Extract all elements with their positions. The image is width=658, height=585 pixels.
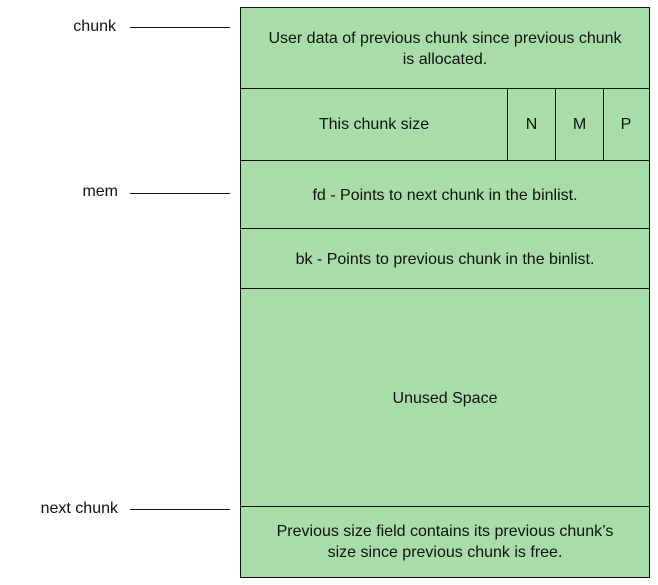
next-chunk-arrow-line <box>130 509 230 510</box>
prev-user-data-block: User data of previous chunk since previo… <box>240 7 650 90</box>
prev-user-data-text: User data of previous chunk since previo… <box>268 29 622 68</box>
flag-p-cell: P <box>602 88 650 162</box>
flag-n-text: N <box>525 116 538 133</box>
this-chunk-size-cell: This chunk size <box>240 88 508 162</box>
this-chunk-size-text: This chunk size <box>318 116 430 133</box>
mem-arrow-line <box>130 193 230 194</box>
flag-m-text: M <box>572 116 587 133</box>
chunk-size-row: This chunk size N M P <box>240 88 650 162</box>
chunk-arrow-line <box>130 27 230 28</box>
flag-n-cell: N <box>506 88 557 162</box>
flag-m-cell: M <box>555 88 604 162</box>
chunk-label: chunk <box>73 18 116 35</box>
fd-block: fd - Points to next chunk in the binlist… <box>240 160 650 230</box>
prev-size-free-block: Previous size field contains its previou… <box>240 506 650 578</box>
fd-text: fd - Points to next chunk in the binlist… <box>312 186 578 204</box>
mem-label: mem <box>82 183 118 200</box>
bk-text: bk - Points to previous chunk in the bin… <box>295 250 595 268</box>
prev-size-free-text: Previous size field contains its previou… <box>276 523 614 561</box>
next-chunk-label: next chunk <box>40 500 118 517</box>
unused-space-block: Unused Space <box>240 288 650 508</box>
unused-space-text: Unused Space <box>392 389 498 407</box>
bk-block: bk - Points to previous chunk in the bin… <box>240 228 650 290</box>
flag-p-text: P <box>620 116 632 133</box>
